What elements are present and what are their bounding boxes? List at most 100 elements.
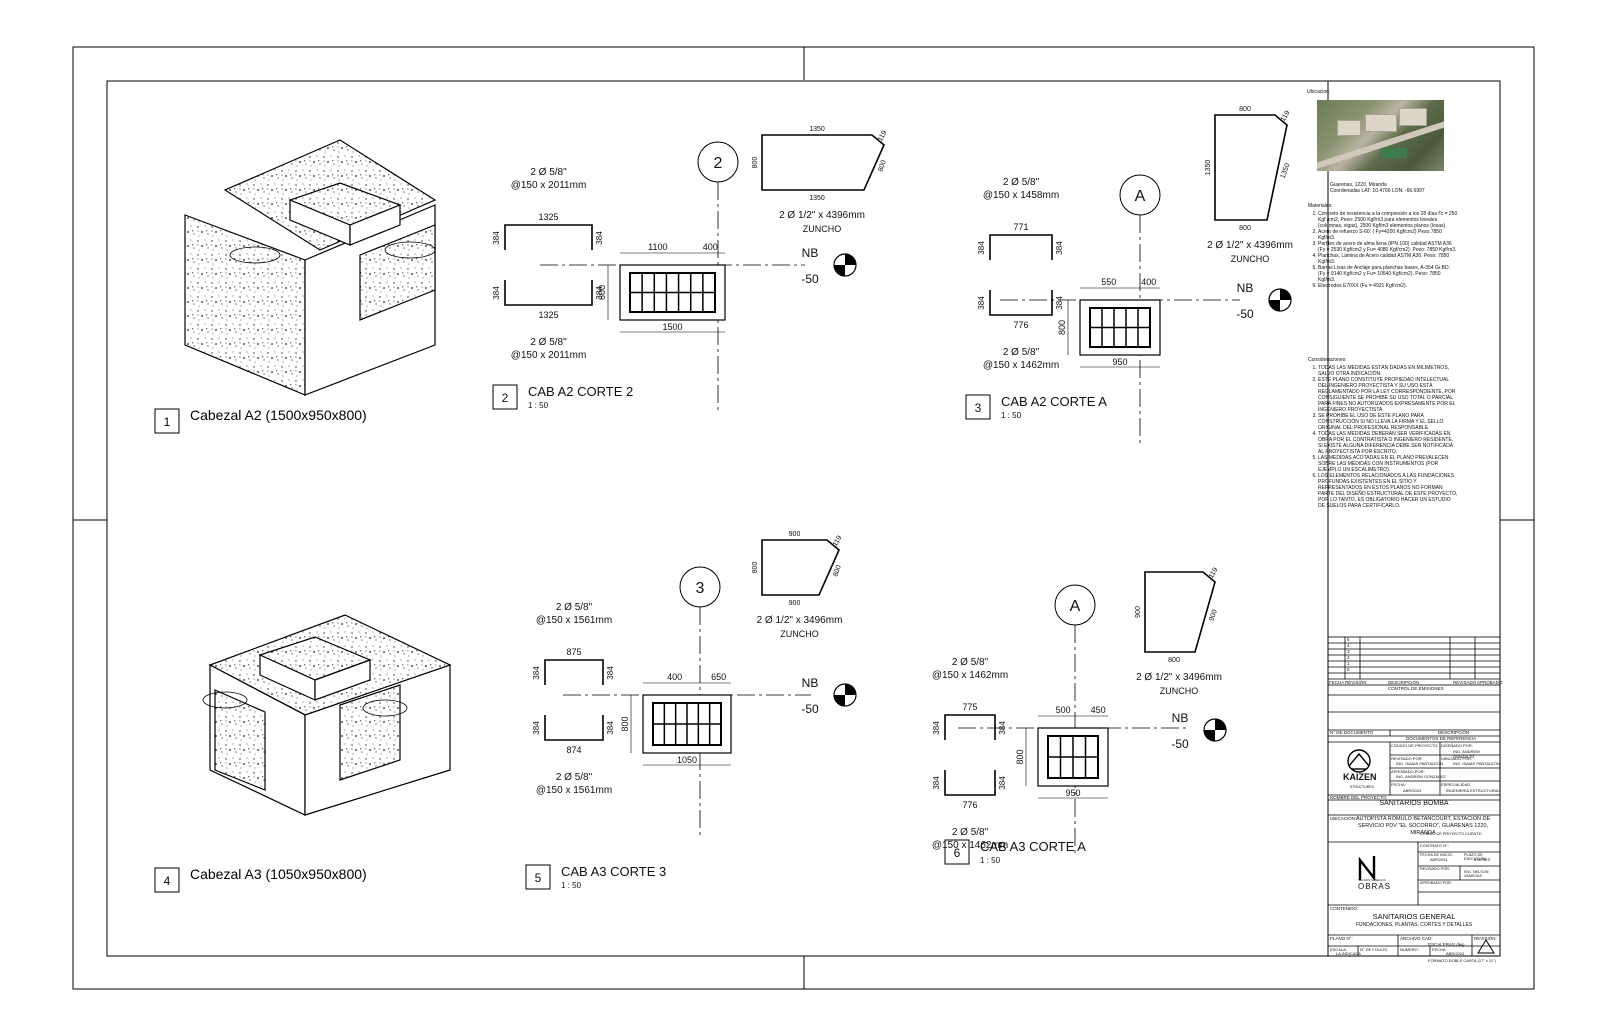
fecha2-value: ABR/2024 [1446,951,1465,956]
view-scale: 1 : 50 [980,856,1001,865]
ubicacion-label: Ubicacion: [1307,89,1331,95]
location-map-image [1317,100,1444,171]
bar-hook: 384 [932,721,941,735]
section-marker-label: A [1070,598,1081,615]
fecha-inicio-label: FECHA DE INICIO: [1420,853,1453,857]
zuncho-dim: 800 [877,159,888,172]
nb-label: NB [802,676,819,690]
formato-label: FORMATO DOBLE CARTA (17" x 11") [1428,958,1496,963]
codigo-cliente-label: CÓDIGO DE PROYECTO CLIENTE: [1420,832,1483,836]
dim-text: 800 [597,285,607,300]
zuncho-dim: 800 [752,157,759,169]
view-title: CAB A2 CORTE 2 [528,384,633,399]
dim-text: 400 [667,672,682,682]
bar-spec: 2 Ø 5/8" [1003,347,1040,358]
zuncho-dim: 800 [1168,657,1180,664]
zuncho-dim: 1350 [809,126,825,133]
engineer-name: ING. ANDREW GONZALEZ [1396,774,1446,779]
zuncho-label: ZUNCHO [803,224,842,234]
bottom-bar-shape [989,290,1053,316]
plazo-value: 4 MESES [1474,858,1491,862]
revisor-name: ING. NELSON VANEGAS [1464,870,1489,878]
top-bar-shape [989,234,1053,260]
view-badge [492,384,518,410]
consideraciones-label: Consideraciones: [1308,357,1347,363]
level-marker-icon [1215,719,1226,730]
top-bar-shape [504,224,593,250]
bar-spec: 2 Ø 5/8" [556,772,593,783]
bar-length: 775 [962,702,977,712]
disenado-label: DISEÑADO POR: [1441,743,1473,748]
nb-label: NB [1237,281,1254,295]
bar-hook: 384 [1055,241,1064,255]
kaizen-name: KAIZEN [1343,772,1377,782]
docs-ref-label: DOCUMENTOS DE REFERENCIA [1406,736,1477,741]
rev-header: FECHA [1329,680,1345,685]
bar-length: 1325 [538,310,558,320]
kaizen-subtitle: STRUCTURES [1350,785,1374,789]
level-marker-icon [1204,730,1215,741]
bar-spec: 2 Ø 5/8" [556,602,593,613]
level-marker-icon [845,684,856,695]
nb-level: -50 [801,702,819,716]
bar-hook: 384 [492,286,501,300]
bar-spec: 2 Ø 5/8" [1003,177,1040,188]
doc-number-label: N° DE DOCUMENTO [1330,730,1374,735]
dim-text: 1100 [648,242,667,252]
view-badge [154,408,180,434]
bar-hook: 384 [977,241,986,255]
consideraciones-item: SE PROHIBE EL USO DE ESTE PLANO PARA CON… [1318,413,1458,431]
materiales-item: Perfiles de acero de alma llena (IPN 100… [1318,241,1458,253]
materiales-item: Concreto de resistencia a la compresión … [1318,211,1458,229]
consideraciones-item: ESTE PLANO CONSTITUYE PROPIEDAD INTELECT… [1318,377,1458,413]
bar-hook: 384 [606,721,615,735]
level-marker-icon [834,265,845,276]
zuncho-dim: 900 [1208,609,1219,622]
zuncho-dim: 800 [752,562,759,574]
rev-header: DESCRIPCIÓN [1388,680,1420,685]
bar-hook: 384 [532,666,541,680]
zuncho-shape [761,539,840,596]
view-badge [154,867,180,893]
bar-hook: 384 [532,721,541,735]
view-scale: 1 : 50 [528,401,549,410]
rev-header: APROBADO [1477,680,1503,685]
bar-spec: @150 x 1462mm [932,840,1008,851]
bar-spec: @150 x 2011mm [511,180,587,191]
zuncho-dim: 119 [877,130,889,143]
bottom-bar-shape [504,280,593,306]
doc-desc-label: DESCRIPCIÓN [1438,730,1470,735]
bar-length: 1325 [538,212,558,222]
contrato-label: CONTRATO N°: [1420,843,1449,848]
consideraciones-item: LAS MEDIDAS ACOTADAS EN EL PLANO PREVALE… [1318,455,1458,473]
bottom-bar-shape [944,770,996,796]
rev-number: 4 [1347,643,1350,648]
bar-hook: 384 [595,286,604,300]
fecha2-label: FECHA: [1432,947,1447,952]
inner-frame [106,80,1501,957]
ubicacion-value: AUTOPISTA RÓMULO BETANCOURT, ESTACIÓN DE… [1348,816,1498,837]
consideraciones-notes: Consideraciones: TODAS LAS MEDIDAS ESTÁN… [1308,357,1458,509]
bar-length: 875 [566,647,581,657]
dibujado-label: DIBUJADO POR: [1441,756,1473,761]
bar-hook: 384 [998,721,1007,735]
folios-label: N° DE FOLIOS: [1360,947,1389,952]
aprobado-label: APROBADO POR: [1391,769,1425,774]
contenido-label: CONTENIDO: [1330,906,1359,911]
dim-text: 450 [1091,705,1106,715]
bottom-bar-shape [544,715,604,741]
escala-value: LA INDICADA [1336,951,1361,956]
bar-hook: 384 [595,231,604,245]
view-number: 4 [164,874,171,888]
engineer-name: ING. ISAIAS PANTALEON [1453,761,1500,766]
nombre-proyecto-label: NOMBRE DEL PROYECTO: [1330,795,1388,800]
nb-level: -50 [1171,737,1189,751]
dim-text: 950 [1112,357,1127,367]
bar-spec: 2 Ø 5/8" [952,657,989,668]
zuncho-dim: 900 [789,531,801,538]
rev-number: 1 [1347,661,1350,666]
contenido-subtitle: FUNDACIONES, PLANTAS, CORTES Y DETALLES [1355,922,1473,928]
